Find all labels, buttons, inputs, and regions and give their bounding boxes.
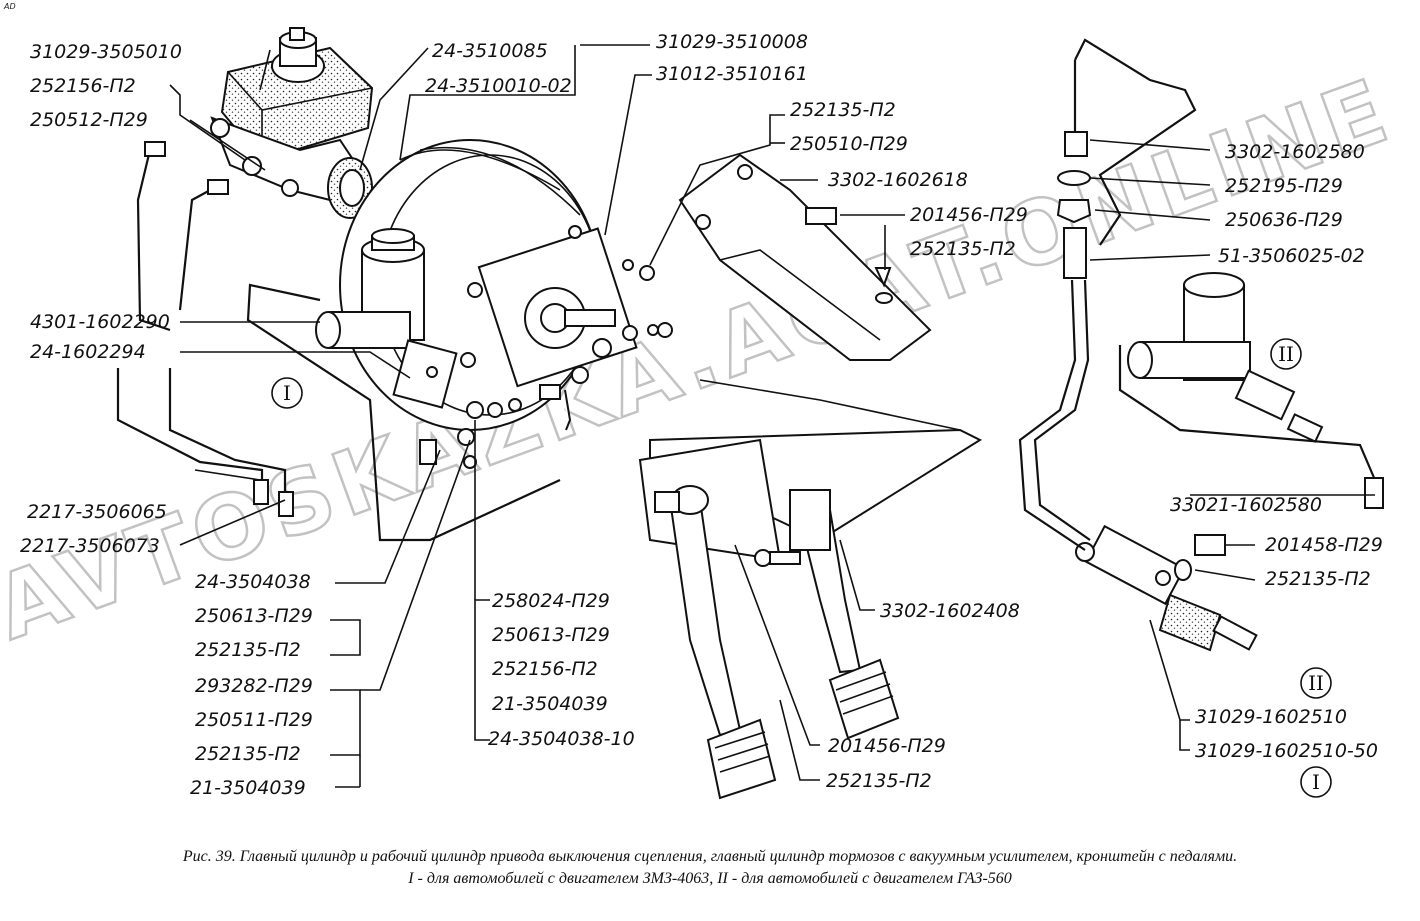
brake-master-cylinder [210,116,373,219]
label-3302-1602408: 3302-1602408 [880,600,1020,622]
label-21-3504039-left: 21-3504039 [190,777,306,799]
label-252135-p2-bottom: 252135-П2 [826,770,932,792]
variant-marker-left-i: I [271,377,303,409]
brake-fluid-reservoir [220,27,374,162]
corner-mark: AD [4,2,16,11]
pipes [116,38,1384,581]
clutch-slave-cylinder [1075,524,1258,652]
label-252195-p29: 252195-П29 [1225,175,1343,197]
variant-marker-bottom-i: I [1300,766,1332,798]
label-33021-1602580: 33021-1602580 [1170,494,1322,516]
svg-text:I: I [1312,770,1320,794]
variant-marker-bottom-ii: II [1300,667,1332,699]
label-51-3506025-02: 51-3506025-02 [1218,245,1365,267]
label-201456-p29-top: 201456-П29 [910,204,1028,226]
clutch-master-cylinder-ii [1127,272,1324,443]
label-3302-1602580: 3302-1602580 [1225,141,1365,163]
svg-text:I: I [283,381,291,405]
label-293282-p29: 293282-П29 [195,675,313,697]
label-24-1602294: 24-1602294 [30,341,146,363]
label-252135-p2-top: 252135-П2 [790,99,896,121]
caption-line-2: I - для автомобилей с двигателем ЗМЗ-406… [408,870,1012,887]
label-24-3510085: 24-3510085 [432,40,548,62]
label-3302-1602618: 3302-1602618 [828,169,968,191]
label-250613-p29-left: 250613-П29 [195,605,313,627]
label-24-3504038: 24-3504038 [195,571,311,593]
brake-pedal [754,489,900,740]
variant-marker-right-ii: II [1270,338,1302,370]
label-21-3504039-mid: 21-3504039 [492,693,608,715]
clutch-master-cylinder-i [315,228,458,409]
label-201458-p29: 201458-П29 [1265,534,1383,556]
label-252135-p2-right: 252135-П2 [1265,568,1371,590]
label-2217-3506065: 2217-3506065 [27,501,167,523]
fasteners [419,207,893,469]
clutch-pedal [654,485,777,800]
label-250511-p29: 250511-П29 [195,709,313,731]
label-2217-3506073: 2217-3506073 [20,535,160,557]
label-252156-p2-top: 252156-П2 [30,75,136,97]
svg-text:II: II [1308,671,1324,695]
label-31029-3510008: 31029-3510008 [656,31,808,53]
label-258024-p29: 258024-П29 [492,590,610,612]
label-252135-p2-left1: 252135-П2 [195,639,301,661]
label-31029-3505010: 31029-3505010 [30,41,182,63]
svg-text:II: II [1278,342,1294,366]
label-31029-1602510: 31029-1602510 [1195,706,1347,728]
label-24-3510010-02: 24-3510010-02 [425,75,572,97]
label-250510-p29: 250510-П29 [790,133,908,155]
label-250613-p29-mid: 250613-П29 [492,624,610,646]
label-252156-p2-mid: 252156-П2 [492,658,598,680]
label-31012-3510161: 31012-3510161 [656,63,808,85]
part-labels: 31029-3505010 252156-П2 250512-П29 24-35… [20,31,1383,799]
label-252135-p2-mid: 252135-П2 [910,238,1016,260]
caption-line-1: Рис. 39. Главный цилиндр и рабочий цилин… [182,848,1238,865]
figure-caption: Рис. 39. Главный цилиндр и рабочий цилин… [0,846,1420,890]
label-250512-p29: 250512-П29 [30,109,148,131]
label-4301-1602290: 4301-1602290 [30,311,170,333]
label-252135-p2-left2: 252135-П2 [195,743,301,765]
label-201456-p29-bottom: 201456-П29 [828,735,946,757]
label-24-3504038-10: 24-3504038-10 [488,728,635,750]
label-31029-1602510-50: 31029-1602510-50 [1195,740,1378,762]
leader-lines [169,44,1375,788]
label-250636-p29: 250636-П29 [1225,209,1343,231]
